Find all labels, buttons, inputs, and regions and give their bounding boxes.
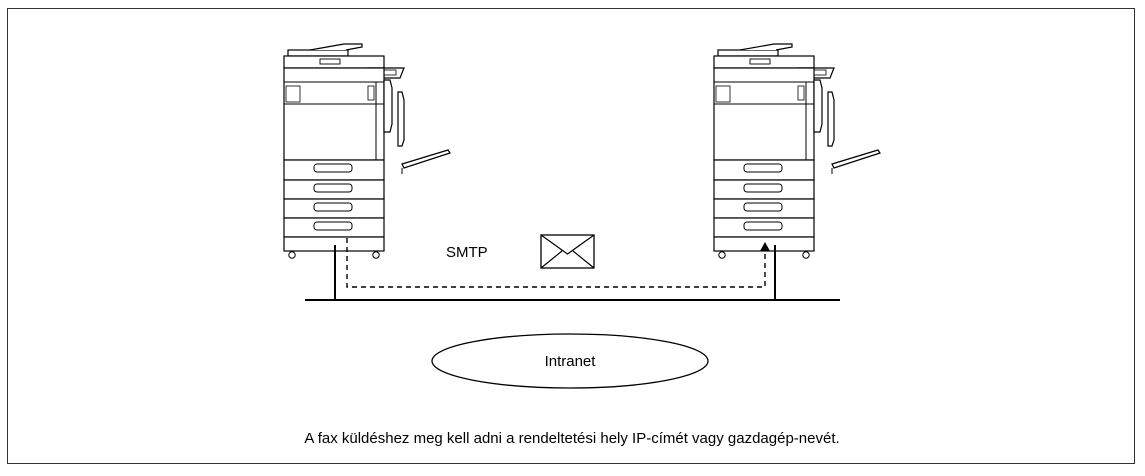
network-lines <box>305 245 840 301</box>
diagram-frame <box>7 8 1135 464</box>
transmission-path <box>346 238 770 288</box>
sender-printer-icon <box>283 43 451 259</box>
receiver-printer-icon <box>713 43 881 259</box>
network-label: Intranet <box>545 353 597 370</box>
protocol-label: SMTP <box>446 244 488 261</box>
envelope-icon <box>540 234 595 269</box>
intranet-ellipse <box>431 333 709 389</box>
caption: A fax küldéshez meg kell adni a rendelte… <box>304 430 839 447</box>
